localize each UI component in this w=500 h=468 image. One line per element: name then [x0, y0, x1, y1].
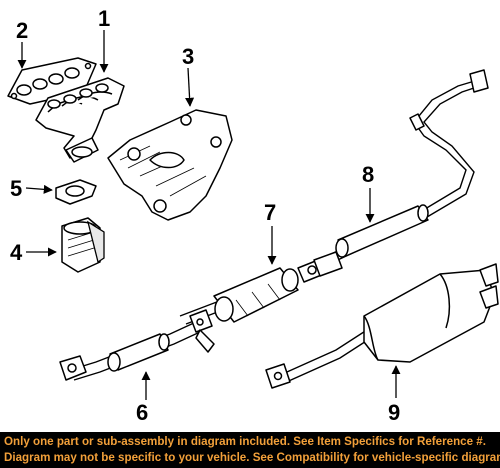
- callout-7: 7: [264, 200, 277, 265]
- parts-illustration: 1 2 3 4 5 6 7 8 9: [7, 6, 499, 425]
- disclaimer-line-1: Only one part or sub-assembly in diagram…: [4, 435, 486, 448]
- manifold-heat-shield: [107, 109, 233, 221]
- svg-text:7: 7: [264, 200, 276, 225]
- svg-text:5: 5: [10, 176, 22, 201]
- callout-8: 8: [362, 162, 375, 223]
- disclaimer-line-2: Diagram may not be specific to your vehi…: [4, 451, 500, 464]
- center-pipe-converter: [179, 251, 343, 325]
- svg-text:4: 4: [10, 240, 23, 265]
- disclaimer-banner: Only one part or sub-assembly in diagram…: [0, 432, 500, 468]
- intermediate-pipe: [299, 69, 489, 277]
- rear-muffler: [265, 263, 499, 389]
- callout-2: 2: [16, 18, 28, 69]
- exhaust-manifold-gasket: [7, 57, 97, 105]
- converter-gasket: [55, 179, 97, 205]
- callout-4: 4: [10, 240, 57, 265]
- catalytic-converter: [61, 217, 105, 273]
- callout-1: 1: [98, 6, 110, 73]
- svg-text:1: 1: [98, 6, 110, 31]
- svg-text:6: 6: [136, 400, 148, 425]
- callout-5: 5: [10, 176, 53, 201]
- svg-text:2: 2: [16, 18, 28, 43]
- front-pipe: [59, 309, 215, 381]
- svg-text:9: 9: [388, 400, 400, 425]
- svg-text:3: 3: [182, 44, 194, 69]
- svg-text:8: 8: [362, 162, 374, 187]
- callout-3: 3: [182, 44, 194, 107]
- exhaust-manifold: [35, 77, 125, 163]
- callout-9: 9: [388, 365, 401, 425]
- callout-6: 6: [136, 371, 151, 425]
